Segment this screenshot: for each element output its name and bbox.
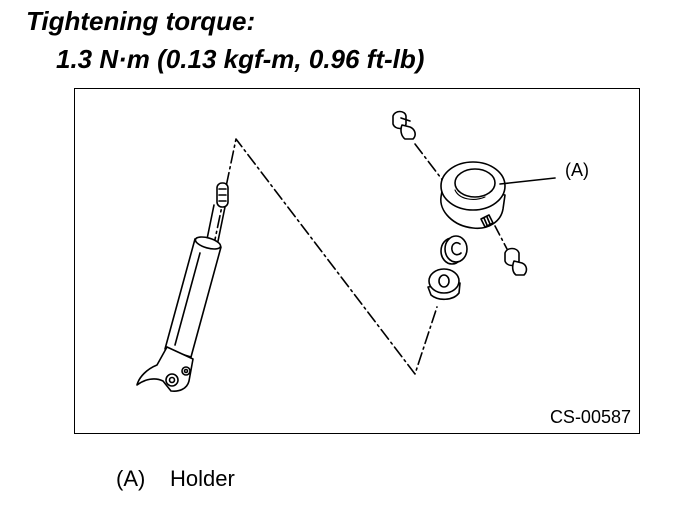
holder-callout-label: (A) — [565, 160, 589, 180]
torque-spec-title: Tightening torque: — [26, 6, 256, 36]
legend-label: Holder — [170, 466, 235, 491]
holder-leader — [499, 177, 556, 185]
holder-drawing — [440, 161, 506, 230]
figure-frame: (A) CS-00587 — [74, 88, 640, 434]
torque-spec-value: 1.3 N·m (0.13 kgf-m, 0.96 ft-lb) — [56, 44, 425, 74]
alignment-path — [212, 138, 438, 375]
figure-code: CS-00587 — [549, 407, 631, 427]
bushing-drawing — [427, 268, 461, 301]
side-bolt-leader — [494, 225, 508, 250]
clip-drawing — [440, 235, 468, 265]
assembly-illustration — [136, 110, 556, 392]
legend-key: (A) — [116, 466, 146, 491]
upper-bolt-drawing — [392, 110, 416, 140]
gas-strut-drawing — [136, 182, 229, 392]
side-bolt-drawing — [504, 247, 528, 276]
legend: (A) Holder — [116, 466, 235, 492]
